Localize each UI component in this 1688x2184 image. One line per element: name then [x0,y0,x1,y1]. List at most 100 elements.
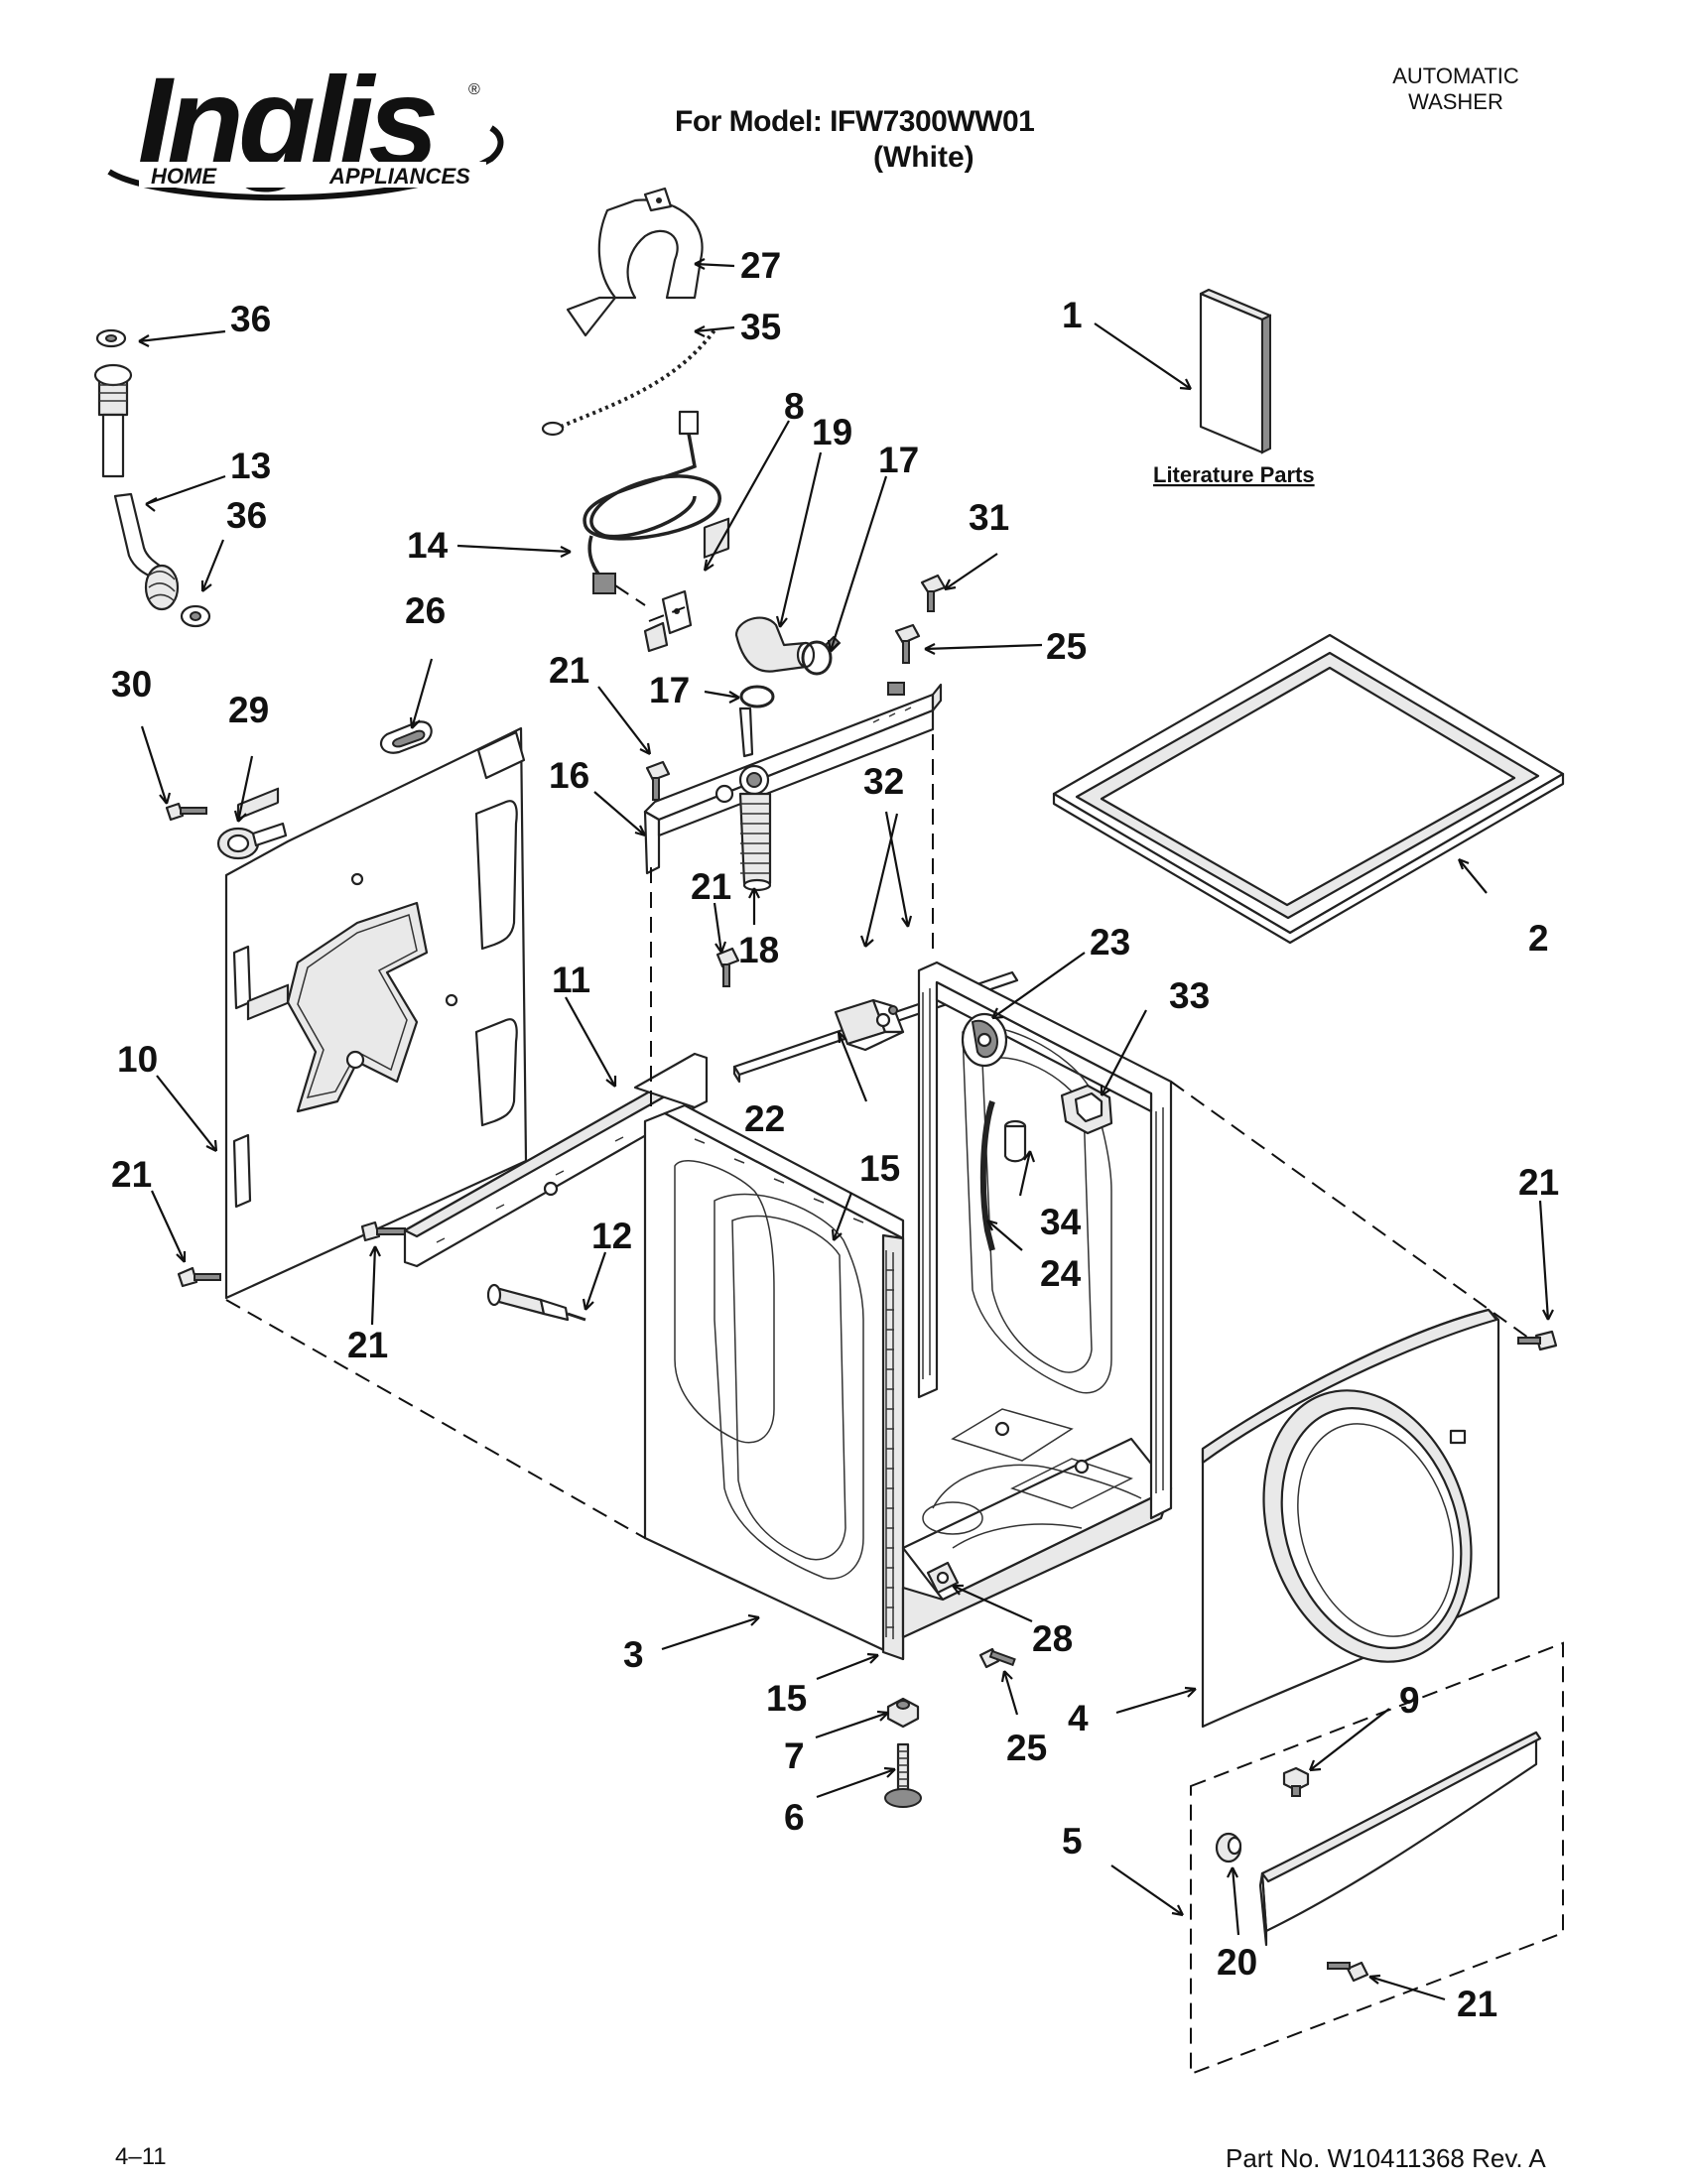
callout-27: 27 [740,245,781,286]
part-10-rear-panel [224,726,528,1300]
part-21-screw-a [645,760,671,801]
inglis-logo: Inglis ® HOME APPLIANCES [107,55,504,201]
callout-16: 16 [549,755,589,796]
part-12-damper [486,1283,586,1322]
leader-lines [138,258,1554,2001]
construction-lines [225,584,1564,2076]
callout-21-b: 21 [691,866,731,907]
callout-29: 29 [228,690,269,730]
callout-17-bottom: 17 [649,670,690,710]
part-27-hose-guide [566,187,704,337]
part-21-screw-b [715,947,740,987]
callout-24: 24 [1040,1253,1082,1294]
document-type: AUTOMATIC WASHER [1347,64,1565,115]
callout-21-f: 21 [1457,1984,1497,2024]
logo-tagline-appliances: APPLIANCES [328,164,470,189]
part-23-pressure-switch [961,1012,1008,1068]
part-35-tie-strap [541,325,718,437]
part-number: Part No. W10411368 Rev. A [1226,2143,1546,2173]
literature-parts-label: Literature Parts [1153,462,1315,487]
part-29-inlet-fitting [216,822,288,860]
callout-13: 13 [230,446,271,486]
callout-20: 20 [1217,1942,1257,1983]
part-18-drain-hose [738,707,772,892]
part-1-literature [1199,288,1272,454]
callout-2: 2 [1528,918,1549,959]
cabinet-base [901,1408,1173,1639]
callout-19: 19 [812,412,852,452]
model-number: For Model: IFW7300WW01 [675,105,1035,138]
callout-26: 26 [405,590,446,631]
callout-22: 22 [744,1098,785,1139]
callout-18: 18 [738,930,779,970]
part-21-screw-f [1327,1961,1369,1983]
part-25-screw-bottom [978,1647,1016,1669]
part-34-filter [1003,1119,1027,1163]
callout-5: 5 [1062,1821,1083,1862]
callout-8: 8 [784,386,805,427]
part-13-inlet-hose [93,363,180,611]
callout-35: 35 [740,307,781,347]
document-type-line1: AUTOMATIC [1392,64,1519,88]
part-7-nut [886,1697,920,1729]
callout-3: 3 [623,1634,644,1675]
callout-4: 4 [1068,1698,1089,1738]
part-4-front-panel [1201,1308,1500,1729]
logo-tagline-bar [139,162,486,188]
part-30-screw [165,802,207,822]
callout-34: 34 [1040,1202,1082,1242]
callout-21-e: 21 [1518,1162,1559,1203]
part-31-screw [920,574,947,612]
part-17-clamp-lower [739,685,775,708]
part-11-base-rail [403,1052,709,1268]
callout-7: 7 [784,1735,805,1776]
callout-15-top: 15 [859,1148,900,1189]
part-22-pump [834,998,905,1052]
part-20-foot [1215,1832,1242,1863]
callout-9: 9 [1399,1680,1420,1721]
callout-36-bottom: 36 [226,495,267,536]
callout-17-top: 17 [878,440,919,480]
part-3-left-side-panel [643,1103,905,1661]
callout-1: 1 [1062,295,1083,335]
callout-14: 14 [407,525,449,566]
callout-12: 12 [591,1216,632,1256]
part-2-top-panel [1052,633,1565,945]
callout-15-bottom: 15 [766,1678,807,1719]
part-36-washer-bottom [180,604,211,628]
part-24-tube [979,1100,995,1251]
callout-23: 23 [1090,922,1130,963]
callout-30: 30 [111,664,152,705]
part-9-clip [1282,1766,1310,1797]
callout-33: 33 [1169,975,1210,1016]
logo-swoosh [107,125,504,201]
document-type-line2: WASHER [1408,89,1503,114]
logo-registered-mark: ® [468,81,480,98]
callout-36-top: 36 [230,299,271,339]
callout-11: 11 [552,960,590,1000]
callout-28: 28 [1032,1618,1073,1659]
part-26-grommet [379,720,433,754]
logo-tagline-home: HOME [151,164,217,189]
callout-32: 32 [863,761,904,802]
part-28-clip [926,1561,960,1595]
callout-21-d: 21 [347,1325,388,1365]
part-16-top-bracket [643,517,943,875]
part-33-bracket [1060,1084,1113,1135]
part-19-inlet-elbow [734,616,816,673]
callout-25-top: 25 [1046,626,1087,667]
callout-labels: 27 35 1 Literature Parts 36 13 36 14 8 1… [111,245,1559,2024]
callout-21-a: 21 [549,650,589,691]
part-21-screw-d [360,1220,406,1242]
part-21-screw-e [1517,1330,1558,1351]
part-6-leveling-leg [884,1742,922,1808]
part-5-toe-panel [1258,1731,1542,1947]
callout-25-bottom: 25 [1006,1728,1047,1768]
callout-31: 31 [969,497,1009,538]
part-21-screw-c [177,1266,221,1288]
part-14-power-cord [583,410,721,594]
model-color: (White) [873,141,974,174]
callout-6: 6 [784,1797,805,1838]
